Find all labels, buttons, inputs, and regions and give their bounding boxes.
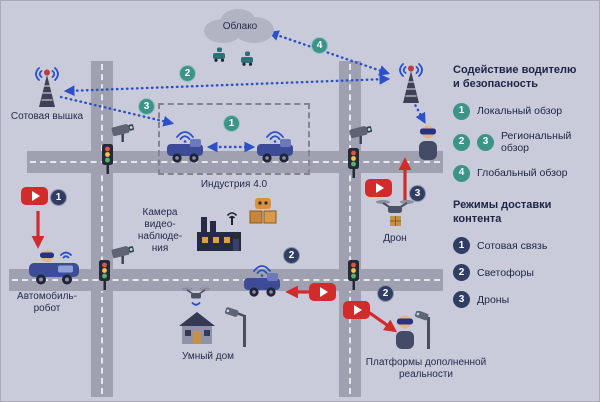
cell-tower-left-icon	[27, 65, 67, 111]
legend-badge-drones: 3	[453, 291, 470, 309]
traffic-light-icon	[99, 143, 115, 175]
smart-home-label: Умный дом	[181, 351, 235, 362]
industry-label: Индустрия 4.0	[200, 179, 268, 190]
cctv-camera-icon	[111, 121, 139, 143]
ar-user-icon	[391, 310, 437, 353]
cloud-robot-icon	[239, 51, 255, 66]
legend-badge-cellular: 1	[453, 237, 470, 255]
badge-global-4: 4	[311, 37, 328, 54]
drone-label: Дрон	[383, 233, 407, 244]
legend-item-label: Сотовая связь	[477, 239, 548, 252]
legend-item-trafficlights: 2 Светофоры	[453, 264, 599, 282]
legend-badge-2: 2	[453, 133, 470, 151]
video-content-icon	[309, 283, 336, 301]
legend-item-drones: 3 Дроны	[453, 291, 599, 309]
industry-robot-icon	[164, 125, 206, 165]
package-robot-icon	[247, 195, 279, 225]
badge-trafficlight-2b: 2	[377, 285, 394, 302]
cctv-camera-icon	[349, 123, 377, 145]
legend-item-global: 4 Глобальный обзор	[453, 164, 599, 182]
cloud-icon	[197, 7, 283, 45]
robot-car-label: Автомобиль- робот	[17, 291, 77, 314]
legend-item-label: Региональный обзор	[501, 129, 572, 155]
cell-tower-label: Сотовая вышка	[10, 111, 84, 122]
road-vertical-right	[339, 61, 361, 397]
badge-trafficlight-2: 2	[283, 247, 300, 264]
road-horizontal-top	[27, 151, 443, 173]
legend-delivery-title: Режимы доставки контента	[453, 198, 552, 226]
cctv-label: Камера видео- наблюде- ния	[137, 207, 183, 254]
legend-item-local: 1 Локальный обзор	[453, 102, 599, 120]
badge-regional-2: 2	[179, 65, 196, 82]
industry-zone-box	[158, 103, 310, 175]
legend-item-label: Дроны	[477, 293, 510, 306]
legend-badge-trafficlights: 2	[453, 264, 470, 282]
video-content-icon	[343, 301, 370, 319]
factory-icon	[195, 209, 243, 253]
smart-home-icon	[177, 311, 217, 347]
cctv-camera-icon	[111, 243, 139, 265]
video-content-icon	[365, 179, 392, 197]
small-drone-icon	[181, 285, 211, 309]
legend-item-regional: 2 3 Региональный обзор	[453, 130, 599, 155]
industry-robot-icon	[254, 125, 296, 165]
traffic-light-icon	[345, 259, 361, 291]
cloud-label: Облако	[222, 21, 258, 32]
legend-badge-3: 3	[477, 133, 494, 151]
badge-regional-3: 3	[138, 98, 155, 115]
cloud-robot-icon	[211, 47, 227, 62]
legend-item-cellular: 1 Сотовая связь	[453, 237, 599, 255]
robot-car-icon	[27, 247, 81, 287]
traffic-light-icon	[96, 259, 112, 291]
pole-camera-icon	[224, 307, 255, 349]
legend-item-label: Светофоры	[477, 266, 534, 279]
delivery-drone-icon	[375, 197, 415, 229]
legend-item-label: Глобальный обзор	[477, 166, 568, 179]
legend-item-label: Локальный обзор	[477, 104, 563, 117]
cell-tower-right-icon	[391, 61, 431, 107]
traffic-light-icon	[345, 147, 361, 179]
ar-platforms-label: Платформы дополненной реальности	[365, 357, 487, 380]
vr-user-icon	[415, 123, 441, 163]
road-robot-icon	[241, 259, 283, 299]
legend-badge-4: 4	[453, 164, 470, 182]
video-content-icon	[21, 187, 48, 205]
legend-safety-title: Содействие водителю и безопасность	[453, 64, 577, 91]
road-vertical-left	[91, 61, 113, 397]
badge-local-1: 1	[223, 115, 240, 132]
legend-badge-1: 1	[453, 102, 470, 120]
badge-cellular-1: 1	[50, 189, 67, 206]
legend-panel: Содействие водителю и безопасность 1 Лок…	[453, 63, 599, 318]
badge-drone-3: 3	[409, 185, 426, 202]
